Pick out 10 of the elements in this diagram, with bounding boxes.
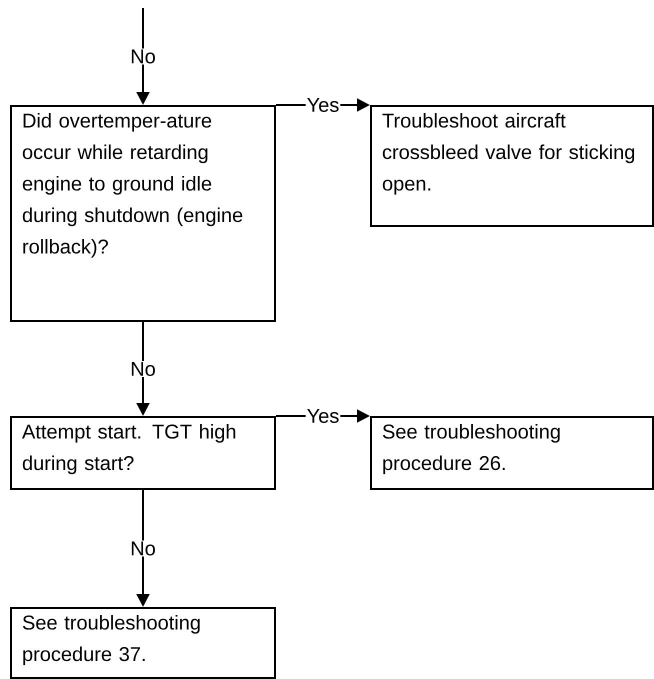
edge-label: No <box>129 361 157 377</box>
edge-label: No <box>129 540 157 556</box>
process-box: Did overtemper-ature occur while retarding engine to ground idle during shutdown (engine rollback)? <box>10 105 276 322</box>
process-box: See troubleshooting procedure 26. <box>370 416 654 490</box>
process-box: Attempt start. TGT high during start? <box>10 416 276 490</box>
edge-label: No <box>129 48 157 64</box>
process-box: Troubleshoot aircraft crossbleed valve for sticking open. <box>370 105 654 227</box>
process-box: See troubleshooting procedure 37. <box>10 607 276 679</box>
edge-label: Yes <box>306 408 340 424</box>
edge-label: Yes <box>306 97 340 113</box>
